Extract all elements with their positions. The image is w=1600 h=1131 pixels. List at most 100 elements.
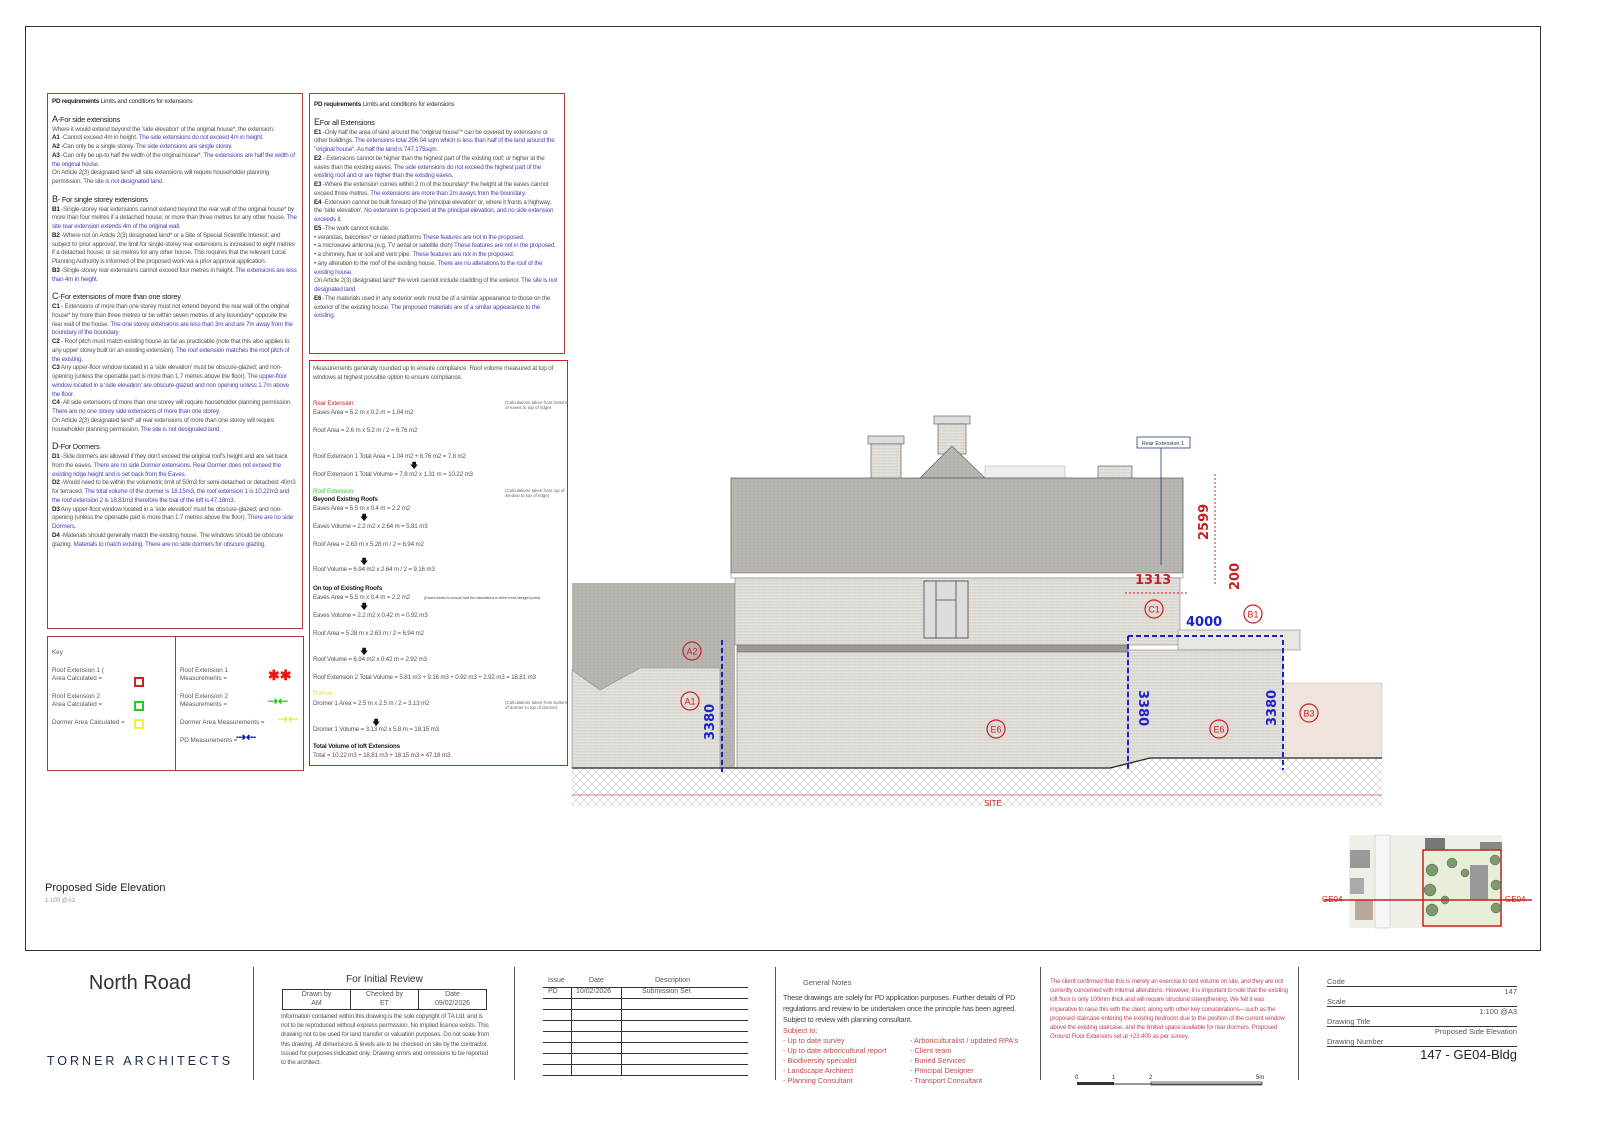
arrow-down-icon: 🡇 — [360, 557, 369, 566]
svg-text:3380: 3380 — [1265, 690, 1280, 726]
issue-description: Submission Set — [642, 988, 691, 995]
subject-to-item: - Up to date survey — [783, 1036, 845, 1045]
rule-text: -Single-storey rear extensions cannot ex… — [59, 266, 234, 274]
pd-requirements-panel-left: PD requirements Limits and conditions fo… — [47, 93, 303, 629]
compliance-note: The extensions total 296.04 sqm which is… — [314, 137, 555, 153]
rule-code: B2 — [52, 231, 60, 239]
pd-rule-item: E4 -Extension cannot be built forward of… — [314, 199, 560, 225]
general-notes-title: General Notes — [803, 978, 852, 987]
rule-text: • verandas, balconies* or raised platfor… — [314, 233, 422, 241]
pd-rule-item: On Article 2(3) designated land* the wor… — [314, 277, 560, 295]
arrow-down-icon: 🡇 — [360, 647, 369, 656]
section-label: GE04 — [1322, 895, 1343, 904]
scale-value: 1:100 @A3 — [1327, 1006, 1517, 1017]
copyright-notice: Information contained within this drawin… — [281, 1013, 490, 1067]
compliance-note: The extensions are less than 4m in heigh… — [52, 266, 297, 283]
subject-to-item: - Biodiversity specialist — [783, 1056, 857, 1065]
main-roof — [730, 477, 1184, 574]
rule-code: D1 — [52, 453, 60, 460]
rule-code: E6 — [314, 294, 322, 302]
rule-code: C3 — [52, 364, 60, 372]
rule-code: C1 — [52, 303, 60, 310]
pd-section-heading: EFor all Extensions — [314, 116, 560, 128]
pd-rule-item: • a chimney, flue or soil and vent pipe.… — [314, 251, 560, 260]
compliance-note: The one storey extensions are less than … — [52, 320, 293, 337]
calc-line: Roof Area = 2.6 m x 5.2 m / 2 = 6.76 m2 — [313, 427, 418, 434]
key-label: Area Calculated = — [52, 701, 103, 708]
rule-code: C2 — [52, 338, 60, 345]
calc-intro: Measurements generally rounded up to ens… — [313, 365, 554, 381]
calc-note: (Eaves added to ensure that the calculat… — [424, 595, 541, 600]
yellow-area-swatch-icon — [134, 719, 144, 729]
calc-note: (Calculations taken from bottom of eaves… — [505, 400, 567, 410]
rule-text: • any alteration to the roof of the exis… — [314, 259, 436, 267]
pd-rule-item: • any alteration to the roof of the exis… — [314, 260, 560, 278]
key-label: Roof Extension 2 — [52, 693, 100, 700]
pd-rule-item: C1 - Extensions of more than one storey … — [52, 303, 298, 338]
calc-subheading: Total Volume of loft Extensions — [313, 743, 400, 750]
red-area-swatch-icon — [134, 677, 144, 687]
arrow-down-icon: 🡇 — [410, 461, 419, 470]
rule-code: D2 — [52, 479, 60, 487]
scale-bar: 0 1 2 5m — [1075, 1075, 1264, 1086]
rule-code: A2 — [52, 143, 60, 150]
calc-line: Roof Extension 2 Total Volume = 5.81 m3 … — [313, 674, 536, 681]
compliance-note: Materials to match existing. There are n… — [71, 540, 266, 548]
rule-text: -Cannot exceed 4m in height. — [59, 134, 138, 142]
rule-text: -Materials should generally match the ex… — [52, 531, 283, 548]
svg-text:E6: E6 — [990, 725, 1001, 735]
key-label: Dormer Area Measurements = — [180, 719, 265, 726]
rear-extension-tag: Rear Extension 1 — [1136, 436, 1191, 565]
pd-rule-item: C2 - Roof pitch must match existing hous… — [52, 338, 298, 364]
section-title: -For Dormers — [58, 442, 100, 452]
rule-code: E5 — [314, 224, 322, 232]
review-title: For Initial Review — [346, 974, 423, 985]
red-measure-icon: ✱✱ — [268, 667, 292, 683]
table-rule — [543, 1009, 748, 1010]
issue-table: Issue Date Description PD 10/02/2026 Sub… — [543, 977, 748, 1077]
pd-rule-item: E6 -The materials used in any exterior w… — [314, 295, 560, 321]
compliance-note: There are no one storey side extensions … — [52, 408, 220, 415]
table-rule — [543, 1064, 748, 1065]
svg-text:0: 0 — [1075, 1075, 1079, 1081]
svg-text:3380: 3380 — [1135, 690, 1150, 726]
svg-text:1313: 1313 — [1135, 573, 1171, 588]
pd-rule-item: A2 -Can only be a single storey. The sid… — [52, 143, 298, 152]
svg-text:4000: 4000 — [1186, 615, 1222, 630]
table-rule — [543, 1053, 748, 1054]
rule-text: On Article 2(3) designated land* all rea… — [52, 416, 275, 433]
svg-text:Rear Extension 1: Rear Extension 1 — [1142, 441, 1184, 447]
svg-text:2: 2 — [1149, 1075, 1153, 1081]
compliance-note: These features are not in the proposed. — [410, 251, 515, 258]
subject-to-label: Subject to: — [783, 1026, 818, 1035]
drawing-number-value: 147 - GE04-Bldg — [1327, 1046, 1517, 1062]
section-letter: E — [314, 116, 320, 127]
rule-text: -Where not on Article 2(3) designated la… — [52, 231, 295, 265]
calc-total: Total = 10.22 m3 + 18.81 m3 + 18.15 m3 =… — [313, 752, 451, 759]
calc-line: Eaves Volume = 2.2 m2 x 2.64 m = 5.81 m3 — [313, 523, 428, 530]
pd-rule-item: D2 -Would need to be within the volumetr… — [52, 479, 298, 505]
rule-code: B3 — [52, 266, 60, 274]
pd-rule-item: D4 -Materials should generally match the… — [52, 532, 298, 550]
drawing-title: Proposed Side Elevation — [45, 882, 166, 894]
compliance-note: There are no side Dormers. — [52, 514, 293, 530]
yellow-measure-icon: ⇢⇠ — [278, 712, 299, 726]
issue-code: PD — [548, 988, 558, 995]
rule-text: -The work cannot include: — [321, 224, 390, 232]
table-column-rule — [571, 987, 572, 1075]
key-label: Roof Extension 1 — [180, 667, 228, 674]
compliance-note: The site is not designated land. — [81, 178, 164, 185]
section-letter: A — [52, 113, 58, 124]
rule-text: Any upper-floor window located in a 'sid… — [52, 505, 282, 522]
rule-text: - Roof pitch must match existing house a… — [52, 338, 290, 354]
svg-text:B3: B3 — [1303, 709, 1314, 719]
rule-code: B1 — [52, 205, 60, 213]
key-panel: Key Roof Extension 1 ( Area Calculated =… — [47, 636, 176, 771]
rule-text: - Extensions cannot be higher than the h… — [314, 154, 545, 171]
blue-measure-icon: ⇢⇠ — [236, 730, 257, 744]
svg-text:E6: E6 — [1213, 725, 1224, 735]
key-label: Roof Extension 1 ( — [52, 667, 104, 674]
rule-text: • a chimney, flue or soil and vent pipe. — [314, 251, 411, 258]
red-dimensions: 2599 200 1313 — [1125, 474, 1243, 594]
